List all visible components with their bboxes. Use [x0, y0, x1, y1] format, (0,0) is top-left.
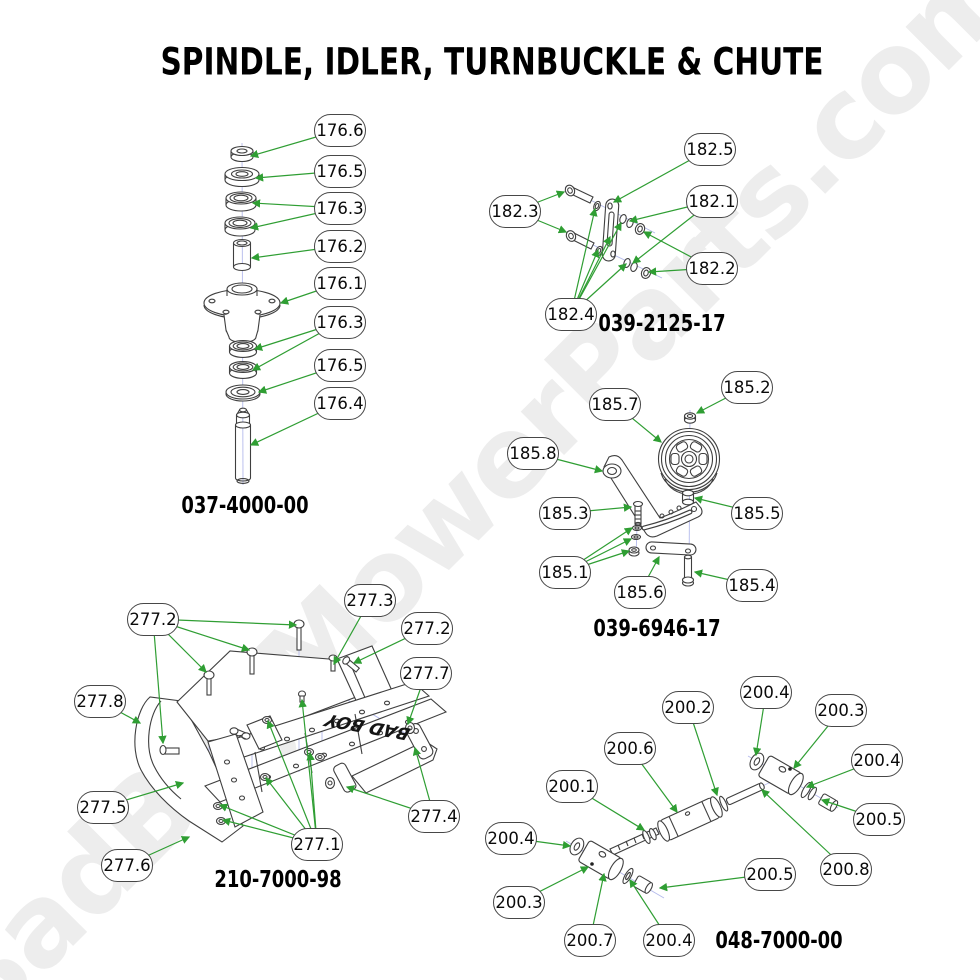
callout-balloon: 182.5: [684, 132, 736, 166]
callout-balloon: 182.1: [686, 184, 738, 218]
callout-balloon: 185.8: [507, 436, 559, 470]
callout-balloon: 185.1: [539, 555, 591, 589]
callout-balloon: 200.6: [604, 731, 656, 765]
callout-balloon: 176.3: [314, 305, 366, 339]
page-title: SPINDLE, IDLER, TURNBUCKLE & CHUTE: [160, 40, 824, 84]
callout-balloon: 200.5: [744, 857, 796, 891]
callout-balloon: 182.4: [545, 297, 597, 331]
callout-balloon: 185.2: [721, 370, 773, 404]
callout-balloon: 277.8: [74, 684, 126, 718]
callout-balloon: 200.4: [485, 821, 537, 855]
callout-balloon: 185.7: [589, 387, 641, 421]
callout-balloon: 200.7: [564, 923, 616, 957]
callout-balloon: 176.5: [314, 154, 366, 188]
callout-balloon: 277.2: [127, 602, 179, 636]
part-number-caption-idler-link: 039-2125-17: [598, 311, 726, 337]
callout-balloon: 277.6: [101, 848, 153, 882]
callout-balloon: 277.4: [408, 799, 460, 833]
callout-balloon: 176.5: [314, 348, 366, 382]
idler-link-assembly-drawing: [514, 148, 713, 315]
callout-balloon: 182.3: [489, 194, 541, 228]
part-number-caption-chute: 210-7000-98: [214, 867, 342, 893]
callout-balloon: 200.2: [662, 690, 714, 724]
callout-balloon: 200.5: [853, 802, 905, 836]
callout-balloon: 176.4: [314, 386, 366, 420]
callout-balloon: 277.3: [344, 583, 396, 617]
callout-balloon: 200.8: [820, 852, 872, 886]
callout-balloon: 277.5: [77, 790, 129, 824]
idler-arm-assembly-drawing: [532, 386, 758, 593]
callout-balloon: 182.2: [686, 251, 738, 285]
callout-balloon: 185.5: [731, 496, 783, 530]
callout-balloon: 200.3: [493, 885, 545, 919]
callout-balloon: 200.4: [851, 743, 903, 777]
callout-balloon: 176.6: [314, 113, 366, 147]
callout-balloon: 277.2: [401, 611, 453, 645]
callout-balloon: 277.1: [291, 827, 343, 861]
callout-balloon: 200.4: [643, 923, 695, 957]
callout-balloon: 176.1: [314, 266, 366, 300]
callout-balloon: 277.7: [400, 656, 452, 690]
turnbuckle-assembly-drawing: [510, 691, 880, 941]
callout-balloon: 200.3: [815, 693, 867, 727]
callout-balloon: 200.1: [546, 769, 598, 803]
part-number-caption-spindle: 037-4000-00: [181, 493, 309, 519]
callout-balloon: 185.6: [614, 575, 666, 609]
part-number-caption-turnbuckle: 048-7000-00: [715, 928, 843, 954]
callout-balloon: 176.3: [314, 191, 366, 225]
callout-balloon: 185.3: [539, 496, 591, 530]
part-number-caption-idler-arm: 039-6946-17: [593, 616, 721, 642]
callout-balloon: 185.4: [726, 568, 778, 602]
chute-assembly-drawing: BAD BOY: [99, 599, 448, 866]
callout-balloon: 176.2: [314, 229, 366, 263]
callout-balloon: 200.4: [740, 675, 792, 709]
